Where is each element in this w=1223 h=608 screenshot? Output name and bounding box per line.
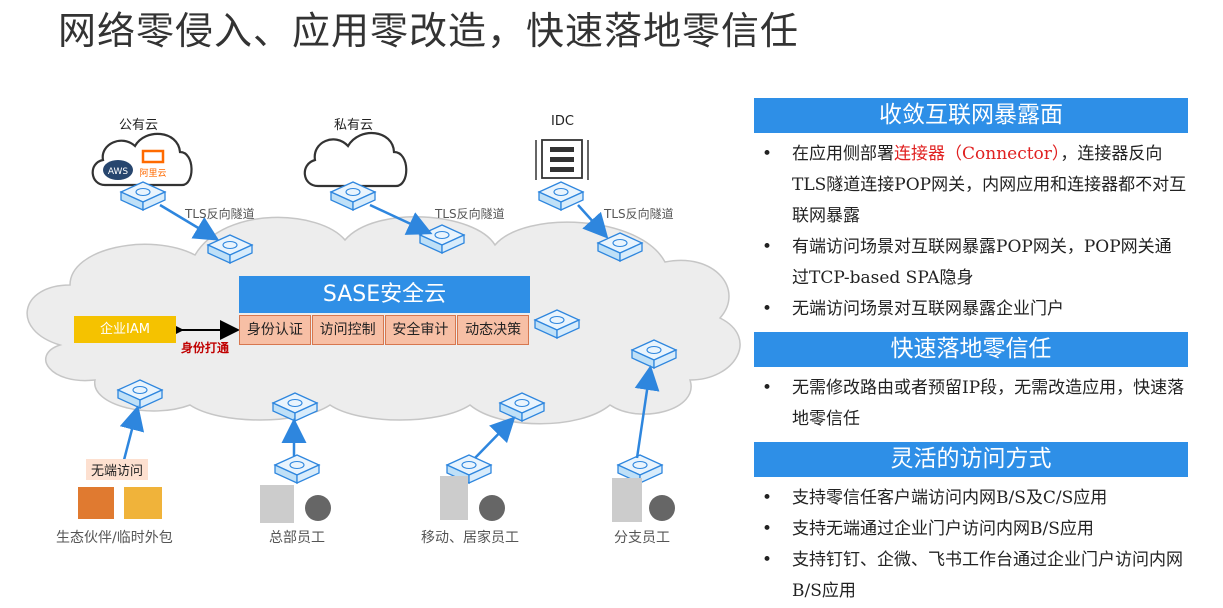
headquarters-building-icon: [260, 485, 331, 523]
mobile-home-icon: [440, 476, 505, 521]
idc-server-icon: [535, 139, 589, 180]
user-group-label: 分支员工: [614, 530, 670, 546]
sase-capabilities: 身份认证 访问控制 安全审计 动态决策: [239, 315, 530, 345]
aws-logo-text: AWS: [108, 167, 129, 177]
aliyun-logo-text: 阿里云: [139, 168, 166, 179]
idc-label: IDC: [551, 114, 574, 129]
sase-cloud-title: SASE安全云: [239, 276, 530, 313]
section-flexible-access: 灵活的访问方式 •支持零信任客户端访问内网B/S及C/S应用 •支持无端通过企业…: [754, 442, 1188, 607]
connector-public-icon: [120, 181, 166, 211]
section-heading: 快速落地零信任: [754, 332, 1188, 367]
tls-tunnel-label: TLS反向隧道: [604, 207, 674, 221]
section-heading: 灵活的访问方式: [754, 442, 1188, 477]
sso-label: 身份打通: [181, 341, 230, 355]
public-cloud-label: 公有云: [119, 118, 159, 133]
bullet-item: •在应用侧部署连接器（Connector），连接器反向TLS隧道连接POP网关，…: [762, 144, 1187, 226]
bullet-item: •支持零信任客户端访问内网B/S及C/S应用: [762, 488, 1108, 508]
bullet-item: •无端访问场景对互联网暴露企业门户: [762, 299, 1064, 319]
internet-cloud-shape: [26, 216, 741, 425]
section-reduce-exposure: 收敛互联网暴露面 •在应用侧部署连接器（Connector），连接器反向TLS隧…: [754, 98, 1188, 325]
access-arrow: [119, 405, 145, 461]
private-cloud-icon: [303, 131, 408, 188]
tls-arrow: [369, 203, 433, 235]
bullet-item: •无需修改路由或者预留IP段，无需改造应用，快速落地零信任: [762, 378, 1185, 429]
tls-tunnel-label: TLS反向隧道: [435, 207, 505, 221]
user-group-label: 移动、居家员工: [421, 530, 519, 546]
enterprise-iam-box: 企业IAM: [74, 316, 176, 343]
sase-cell-access-control: 访问控制: [311, 315, 384, 345]
private-cloud-label: 私有云: [334, 118, 374, 133]
branch-building-icon: [612, 478, 675, 522]
section-heading: 收敛互联网暴露面: [754, 98, 1188, 133]
page-title: 网络零侵入、应用零改造，快速落地零信任: [58, 9, 800, 53]
sase-cell-audit: 安全审计: [384, 315, 457, 345]
client-device-icon: [274, 454, 320, 484]
access-arrow: [634, 365, 660, 459]
tls-tunnel-label: TLS反向隧道: [185, 207, 255, 221]
bullet-item: •支持钉钉、企微、飞书工作台通过企业门户访问内网B/S应用: [762, 550, 1183, 601]
connector-highlight: 连接器（Connector）: [894, 144, 1061, 164]
sase-cell-decision: 动态决策: [457, 315, 529, 345]
bullet-item: •有端访问场景对互联网暴露POP网关，POP网关通过TCP-based SPA隐…: [762, 237, 1172, 288]
aliyun-logo-icon: [141, 149, 165, 164]
partner-people-icon: [78, 487, 162, 519]
tls-arrow: [577, 204, 609, 239]
user-group-label: 生态伙伴/临时外包: [56, 530, 173, 546]
section-fast-deploy: 快速落地零信任 •无需修改路由或者预留IP段，无需改造应用，快速落地零信任: [754, 332, 1188, 435]
sase-cell-auth: 身份认证: [239, 315, 311, 345]
architecture-diagram: AWS 阿里云: [26, 131, 741, 523]
tls-arrow: [159, 203, 220, 241]
user-group-label: 总部员工: [269, 530, 325, 546]
access-arrow: [474, 416, 516, 459]
connector-idc-icon: [538, 181, 584, 211]
no-client-access-label: 无端访问: [86, 459, 149, 480]
aws-logo-icon: [103, 160, 133, 180]
bullet-item: •支持无端通过企业门户访问内网B/S应用: [762, 519, 1094, 539]
